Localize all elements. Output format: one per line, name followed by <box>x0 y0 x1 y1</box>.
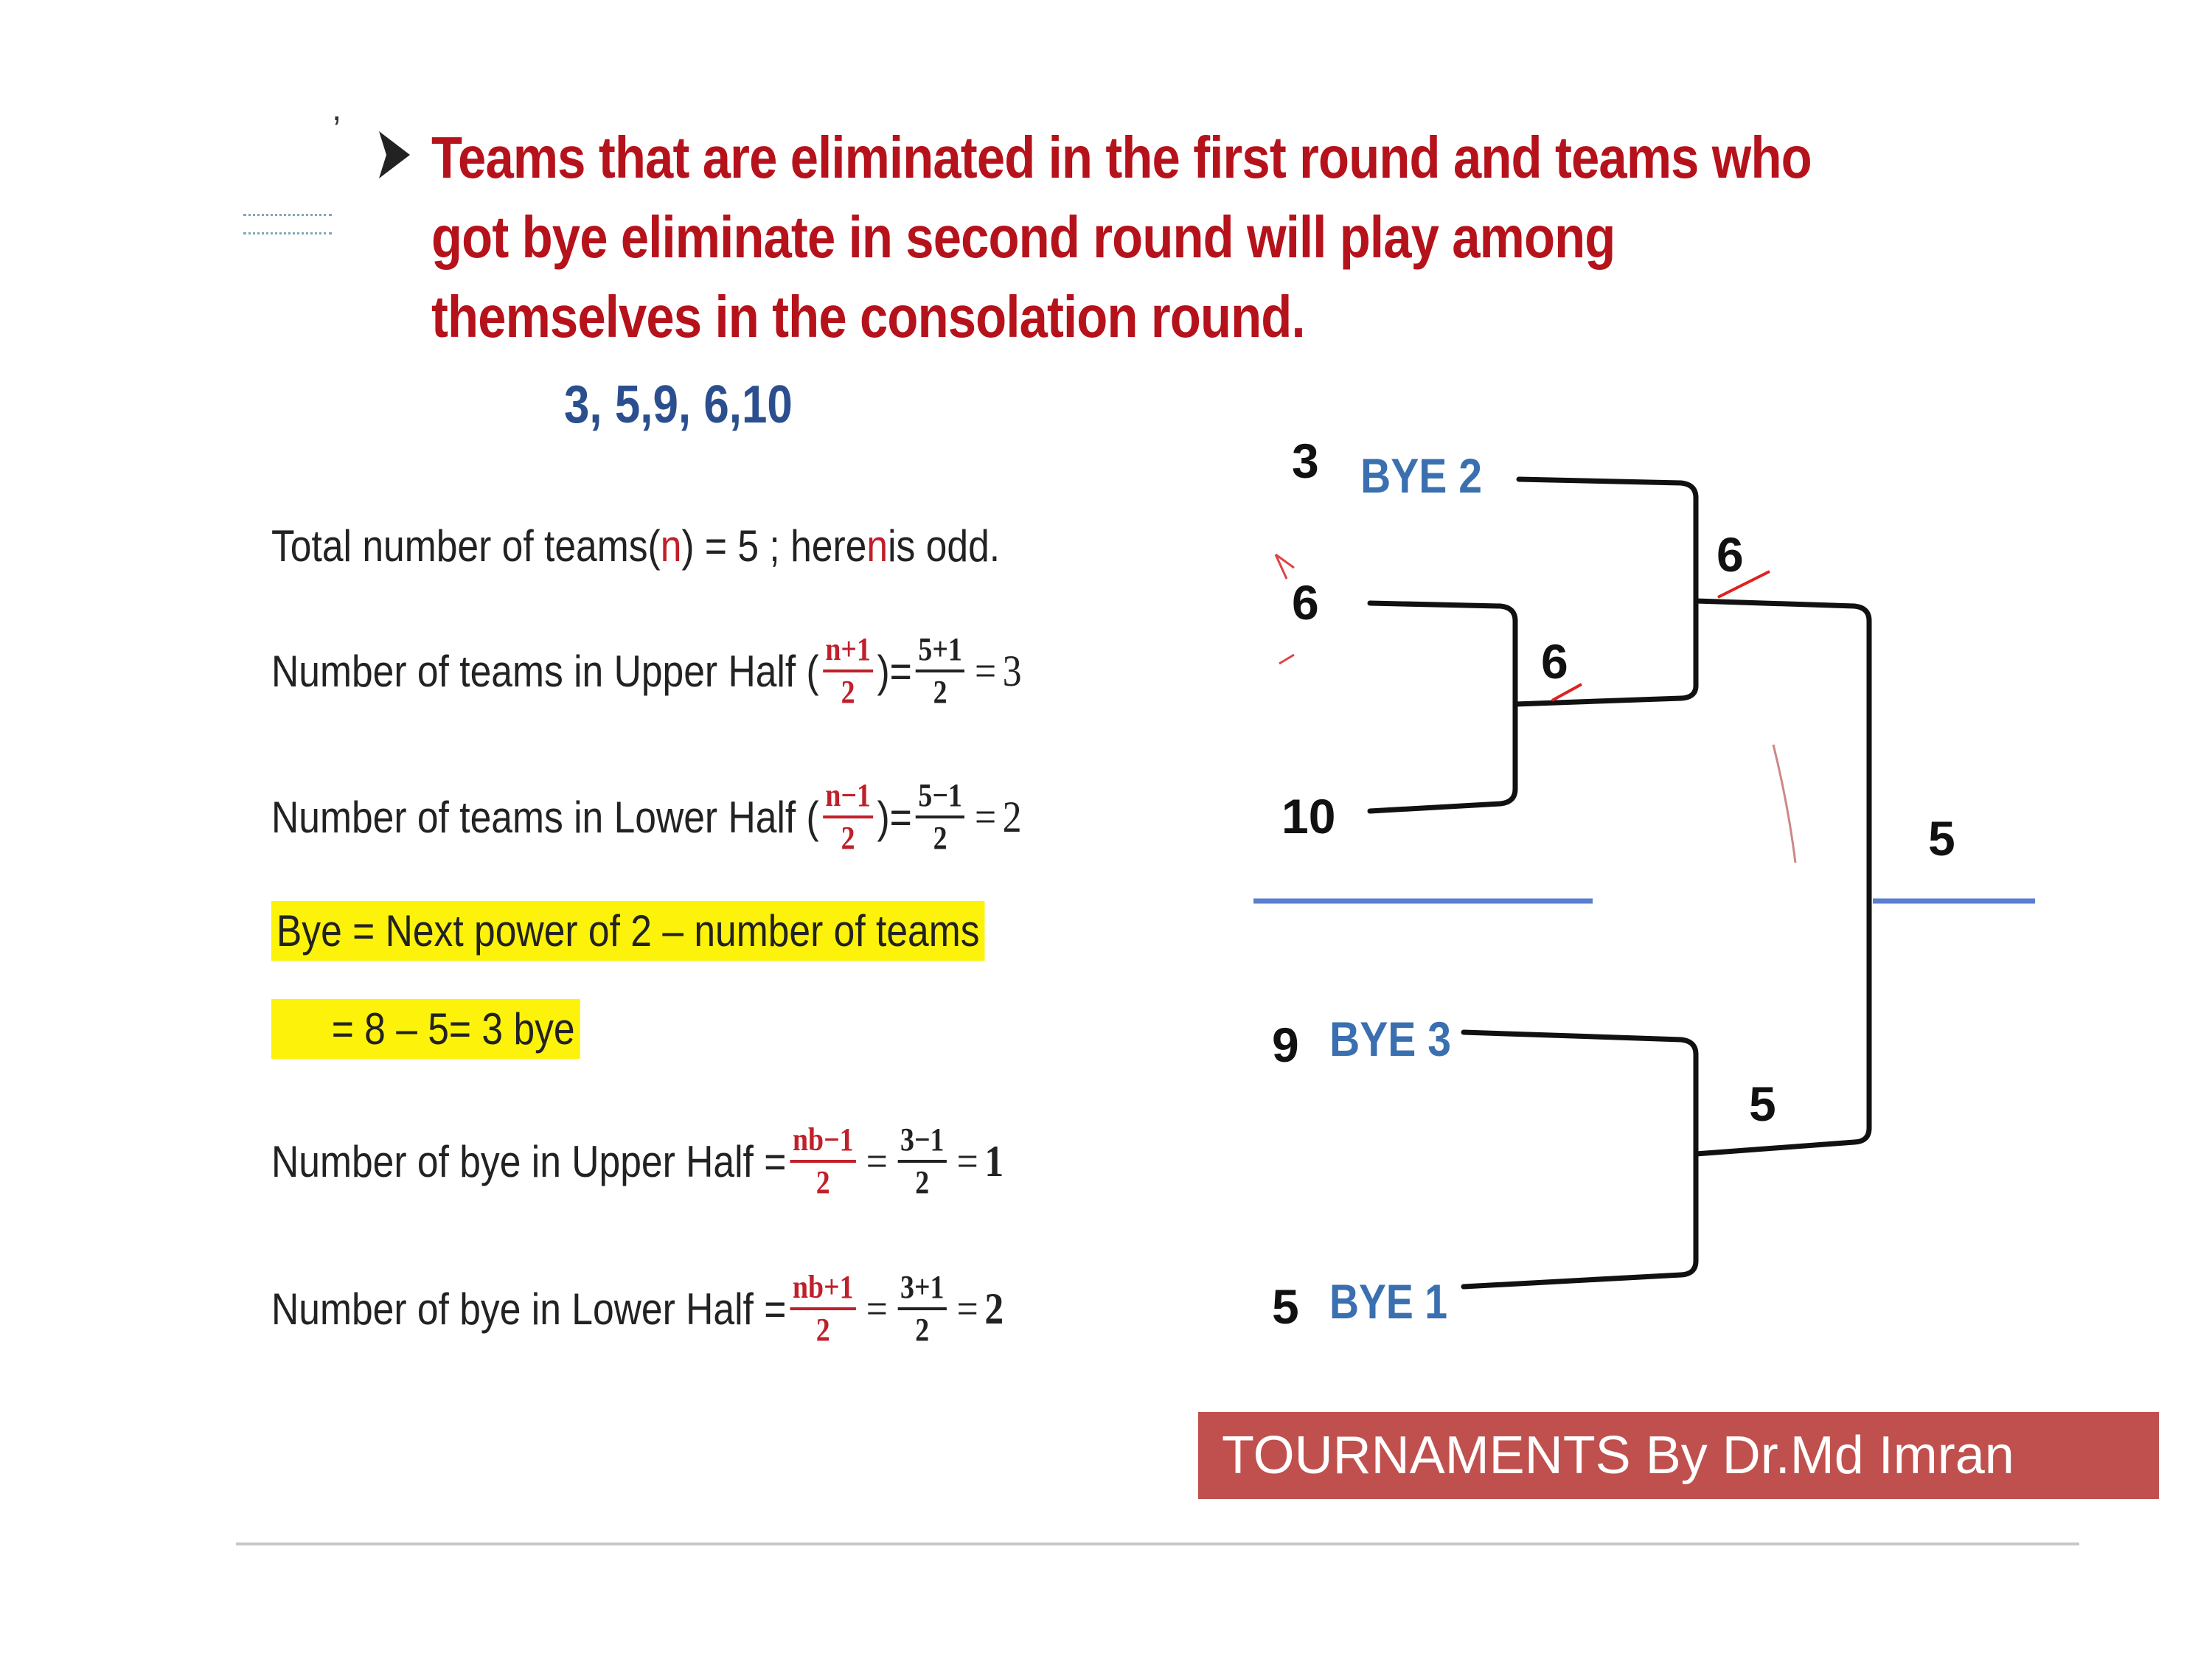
winner-label: 5 <box>1749 1077 1776 1131</box>
total-prefix: Total number of teams( <box>271 521 661 571</box>
team-label: 5 <box>1272 1279 1299 1334</box>
total-teams-line: Total number of teams(n) = 5 ; here n is… <box>271 509 1000 582</box>
bracket-line <box>1367 600 1518 814</box>
bye-formula-line: Bye = Next power of 2 – number of teams <box>271 894 985 967</box>
lower-label: Number of teams in Lower Half ( <box>271 792 819 842</box>
bye-upper-label: Number of bye in Upper Half = <box>271 1136 787 1186</box>
logo-watermark <box>243 214 332 240</box>
bracket-line <box>1461 1029 1699 1290</box>
stray-mark: , <box>332 89 342 128</box>
lower-close: )= <box>877 792 912 842</box>
total-mid: ) = 5 ; here <box>681 521 867 571</box>
total-suffix: is odd. <box>888 521 1001 571</box>
upper-label: Number of teams in Upper Half ( <box>271 646 819 696</box>
heading: Teams that are eliminated in the first r… <box>431 125 1812 349</box>
pen-mark <box>1279 653 1295 665</box>
pen-mark <box>1717 570 1770 599</box>
lower-result: 2 <box>1002 792 1022 841</box>
bye-lower-label: Number of bye in Lower Half = <box>271 1284 787 1334</box>
pen-mark <box>1551 683 1582 702</box>
n-symbol: n <box>660 521 682 571</box>
n-symbol: n <box>866 521 888 571</box>
bye-upper-result: 1 <box>984 1136 1004 1186</box>
arrow-bullet-icon <box>379 131 410 178</box>
bye-label: BYE 2 <box>1360 448 1482 503</box>
pen-mark <box>1772 744 1797 863</box>
bracket-line <box>1693 598 1872 1157</box>
final-winner-label: 5 <box>1928 811 1955 866</box>
bye-label: BYE 1 <box>1329 1274 1447 1329</box>
bye-formula: Bye = Next power of 2 – number of teams <box>271 900 985 961</box>
upper-close: )= <box>877 646 912 696</box>
team-sequence: 3, 5,9, 6,10 <box>564 375 793 434</box>
team-label: 3 <box>1292 434 1319 488</box>
team-label: 9 <box>1272 1018 1299 1072</box>
bottom-rule <box>236 1543 2079 1545</box>
bye-label: BYE 3 <box>1329 1012 1451 1066</box>
bye-lower-result: 2 <box>984 1284 1004 1333</box>
bye-value-line: = 8 – 5= 3 bye <box>271 992 580 1065</box>
winner-label: 6 <box>1541 634 1568 689</box>
winner-label: 6 <box>1717 527 1744 582</box>
team-label: 6 <box>1292 575 1319 630</box>
bracket-line <box>1512 476 1699 707</box>
bye-value: = 8 – 5= 3 bye <box>271 998 580 1059</box>
footer-banner: TOURNAMENTS By Dr.Md Imran <box>1198 1412 2159 1499</box>
team-label: 10 <box>1281 789 1335 844</box>
upper-result: 3 <box>1002 646 1022 695</box>
pen-mark <box>1274 553 1295 580</box>
